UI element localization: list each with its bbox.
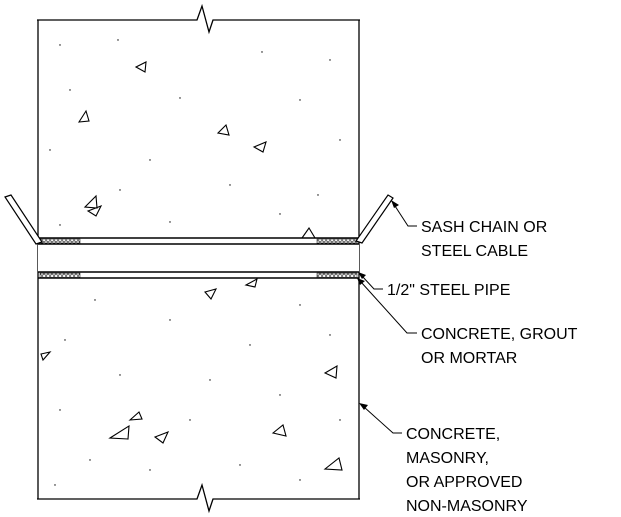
bottom-break-line — [37, 482, 360, 514]
callout-grout: CONCRETE, GROUT OR MORTAR — [421, 326, 582, 367]
callout-wall: CONCRETE, MASONRY, OR APPROVED NON-MASON… — [406, 426, 528, 515]
leader-wall — [359, 403, 402, 434]
pipe-opening — [38, 244, 359, 272]
callout-steel-pipe: 1/2" STEEL PIPE — [387, 282, 510, 299]
concrete-stipple — [49, 39, 341, 486]
steel-pipe — [38, 237, 359, 279]
leader-grout — [357, 278, 417, 334]
top-break-line — [37, 3, 360, 35]
callout-sash-chain: SASH CHAIN OR STEEL CABLE — [421, 219, 552, 260]
concrete-aggregate — [40, 61, 343, 471]
leader-sash-chain — [391, 200, 417, 227]
leader-steel-pipe — [358, 272, 383, 290]
sash-chain — [4, 194, 394, 245]
